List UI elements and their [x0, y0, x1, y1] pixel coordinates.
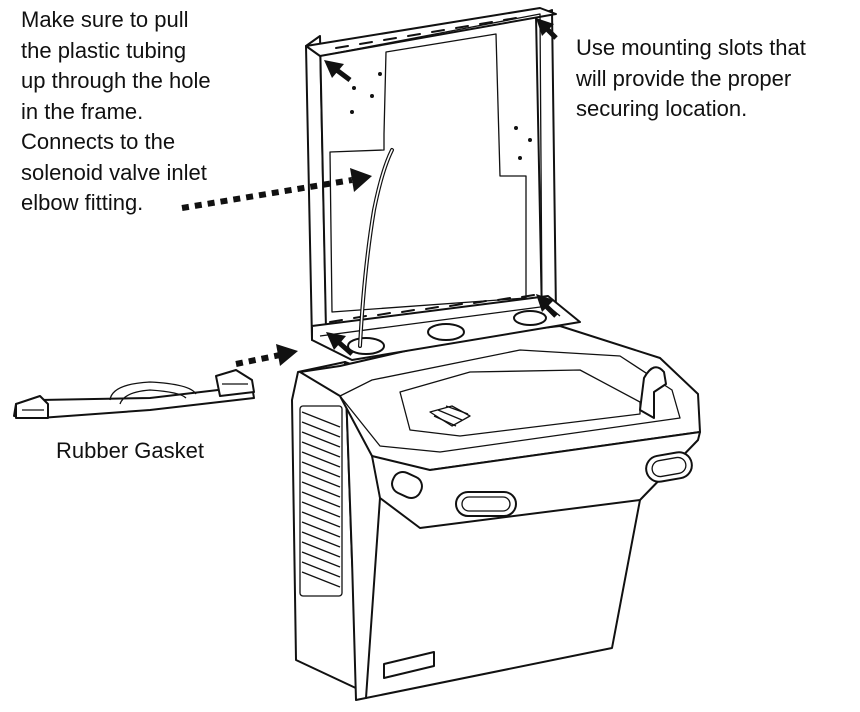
tubing-callout-line: up through the hole: [21, 68, 211, 93]
dotted-arrow-gasket: [235, 344, 298, 367]
fountain-cabinet: [291, 361, 641, 701]
front-push-button: [455, 491, 517, 517]
side-vent-louvers: [299, 405, 343, 597]
tubing-callout-line: elbow fitting.: [21, 190, 144, 215]
tubing-callout-line: solenoid valve inlet: [21, 159, 207, 185]
frame-hole-left: [347, 337, 385, 355]
slots-callout-line: Use mounting slots that: [576, 35, 806, 60]
arrow-slot-top-right: [536, 18, 558, 40]
fountain-bowl: [299, 325, 701, 529]
mounting-frame: [305, 7, 581, 361]
right-push-button: [645, 451, 693, 483]
slots-callout-line: will provide the proper: [576, 65, 792, 91]
tubing-callout: Make sure to pull the plastic tubing up …: [21, 5, 211, 219]
bubbler-spout: [639, 366, 667, 419]
arrow-slot-bottom-left: [326, 332, 354, 356]
rubber-gasket-label: Rubber Gasket: [56, 438, 204, 463]
nameplate: [383, 651, 435, 679]
slots-callout-line: securing location.: [576, 96, 748, 121]
frame-hole-center: [427, 323, 465, 341]
frame-hole-right: [513, 310, 547, 326]
tubing-callout-line: Connects to the: [21, 129, 176, 154]
tubing-callout-line: the plastic tubing: [21, 37, 187, 63]
mounting-slots-top: [335, 17, 517, 49]
tubing-callout-line: Make sure to pull: [21, 7, 189, 32]
mounting-slots-bottom: [329, 294, 535, 323]
dotted-arrow-tubing: [181, 168, 372, 211]
arrow-slot-bottom-right: [536, 294, 558, 318]
left-push-button: [391, 470, 423, 500]
arrow-slot-top-left: [324, 60, 352, 82]
rubber-gasket: [13, 369, 255, 419]
tubing-callout-line: in the frame.: [21, 98, 144, 124]
mounting-slots-callout: Use mounting slots that will provide the…: [576, 33, 806, 125]
